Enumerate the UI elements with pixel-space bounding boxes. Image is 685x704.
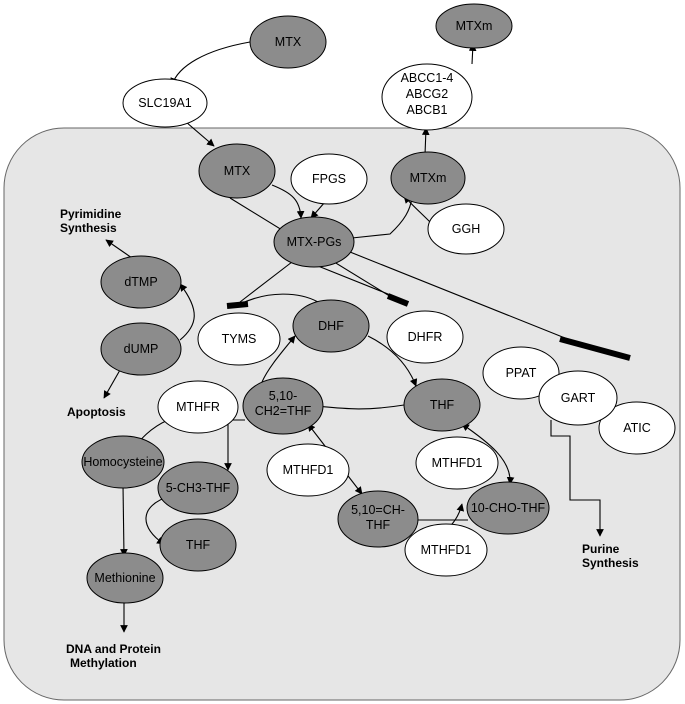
- node-formyl-thf-label: 10-CHO-THF: [471, 501, 546, 515]
- arrow-mtx-to-mtxpgs: [271, 184, 305, 219]
- outcome-labels: Pyrimidine Synthesis Apoptosis Purine Sy…: [60, 207, 639, 670]
- node-methenyl-line2: THF: [366, 518, 391, 532]
- node-dhf-label: DHF: [318, 319, 344, 333]
- line-mtxpgs-inhibit-tyms: [239, 261, 293, 303]
- node-thf-right-label: THF: [430, 398, 455, 412]
- label-methylation-line2: Methylation: [70, 656, 137, 670]
- node-tyms-label: TYMS: [222, 332, 257, 346]
- node-mtx-outside: MTX: [249, 15, 327, 69]
- arrow-methylene-to-dhf: [261, 335, 296, 383]
- node-dump-label: dUMP: [124, 342, 159, 356]
- label-purine-line1: Purine: [582, 542, 620, 556]
- arrow-dhf-to-thf: [367, 335, 418, 387]
- node-methylene-thf: 5,10- CH2=THF: [242, 377, 324, 435]
- node-mtx-pgs-label: MTX-PGs: [287, 235, 342, 249]
- node-mtxm-outside-label: MTXm: [456, 19, 493, 33]
- node-mtx-pgs: MTX-PGs: [273, 216, 355, 268]
- node-ggh: GGH: [427, 203, 505, 255]
- label-apoptosis: Apoptosis: [67, 405, 126, 419]
- node-mthfr-label: MTHFR: [176, 400, 220, 414]
- node-abc-line3: ABCB1: [407, 103, 448, 117]
- arrow-dump-to-dtmp: [179, 283, 195, 341]
- arrow-gart-to-purine: [550, 420, 604, 537]
- arrow-mtxm-to-abc: [421, 127, 430, 156]
- node-slc19a1-label: SLC19A1: [138, 96, 192, 110]
- arrow-dump-to-apoptosis: [103, 369, 121, 399]
- node-dhf: DHF: [292, 299, 370, 353]
- node-mtx-outside-label: MTX: [275, 35, 302, 49]
- node-fpgs: FPGS: [290, 153, 368, 205]
- node-fpgs-label: FPGS: [312, 172, 346, 186]
- node-thf-bottom: THF: [159, 518, 237, 572]
- label-pyrimidine-line2: Synthesis: [60, 221, 117, 235]
- node-mtx-inside-label: MTX: [224, 164, 251, 178]
- arrow-slc19a1-to-mtx: [185, 121, 215, 147]
- nodes: MTX SLC19A1 MTXm ABCC1-4 ABCG2 ABCB1 MTX…: [81, 3, 676, 604]
- label-purine-line2: Synthesis: [582, 556, 639, 570]
- label-methylation-line1: DNA and Protein: [66, 642, 161, 656]
- node-mtxm-outside: MTXm: [435, 3, 513, 49]
- node-dhfr: DHFR: [386, 310, 464, 364]
- node-mthfd1-right-label: MTHFD1: [432, 456, 483, 470]
- node-ppat-label: PPAT: [506, 366, 537, 380]
- node-gart: GART: [538, 370, 618, 426]
- node-mthfd1-left: MTHFD1: [266, 443, 350, 497]
- arrow-thf-formyl: [461, 423, 515, 485]
- inhibition-bar-gart: [559, 336, 631, 361]
- node-dhfr-label: DHFR: [408, 330, 443, 344]
- node-methylene-line2: CH2=THF: [255, 404, 312, 418]
- node-methyl-thf-label: 5-CH3-THF: [166, 481, 231, 495]
- node-methyl-thf: 5-CH3-THF: [157, 461, 239, 515]
- node-slc19a1: SLC19A1: [122, 78, 208, 128]
- node-methionine: Methionine: [86, 552, 164, 604]
- node-thf-bottom-label: THF: [186, 538, 211, 552]
- node-methionine-label: Methionine: [94, 571, 155, 585]
- node-gart-label: GART: [561, 391, 596, 405]
- node-abc-line1: ABCC1-4: [401, 71, 454, 85]
- inhibition-bars: [226, 293, 631, 361]
- arrow-dtmp-to-pyrimidine: [105, 239, 133, 259]
- node-mthfd1-left-label: MTHFD1: [283, 463, 334, 477]
- node-mthfr: MTHFR: [157, 380, 239, 434]
- node-abc-line2: ABCG2: [406, 87, 448, 101]
- node-methylene-line1: 5,10-: [269, 389, 298, 403]
- node-ggh-label: GGH: [452, 222, 480, 236]
- node-mthfd1-bottom: MTHFD1: [404, 523, 488, 577]
- node-methenyl-thf: 5,10=CH- THF: [337, 490, 419, 548]
- line-mtxpgs-inhibit-gart: [349, 251, 596, 351]
- node-mthfd1-bottom-label: MTHFD1: [421, 543, 472, 557]
- node-atic: ATIC: [598, 401, 676, 455]
- node-tyms: TYMS: [197, 312, 281, 366]
- node-formyl-thf: 10-CHO-THF: [466, 481, 550, 535]
- node-homocysteine-label: Homocysteine: [83, 455, 162, 469]
- node-homocysteine: Homocysteine: [81, 435, 165, 489]
- node-dtmp: dTMP: [100, 255, 182, 309]
- node-methenyl-line1: 5,10=CH-: [351, 503, 405, 517]
- arrow-fpgs-to-mtxpgs: [310, 201, 326, 219]
- node-mthfd1-right: MTHFD1: [415, 436, 499, 490]
- arrow-mtx-to-slc19a1: [170, 41, 251, 86]
- inhibition-bar-tyms: [226, 301, 249, 309]
- label-pyrimidine-line1: Pyrimidine: [60, 207, 122, 221]
- node-mtxm-inside-label: MTXm: [410, 171, 447, 185]
- node-dtmp-label: dTMP: [124, 275, 157, 289]
- node-mtx-inside: MTX: [198, 143, 276, 199]
- node-abc-transporters: ABCC1-4 ABCG2 ABCB1: [381, 63, 473, 131]
- node-atic-label: ATIC: [623, 421, 651, 435]
- node-ppat: PPAT: [482, 346, 560, 400]
- arrow-homocysteine-to-methionine: [120, 484, 128, 557]
- line-mtxpgs-inhibit-dhfr: [317, 265, 399, 299]
- node-thf-right: THF: [403, 378, 481, 432]
- line-tyms-to-dhf: [237, 293, 319, 306]
- inhibition-bar-dhfr: [386, 293, 410, 307]
- node-dump: dUMP: [100, 322, 182, 376]
- node-mtxm-inside: MTXm: [390, 151, 466, 205]
